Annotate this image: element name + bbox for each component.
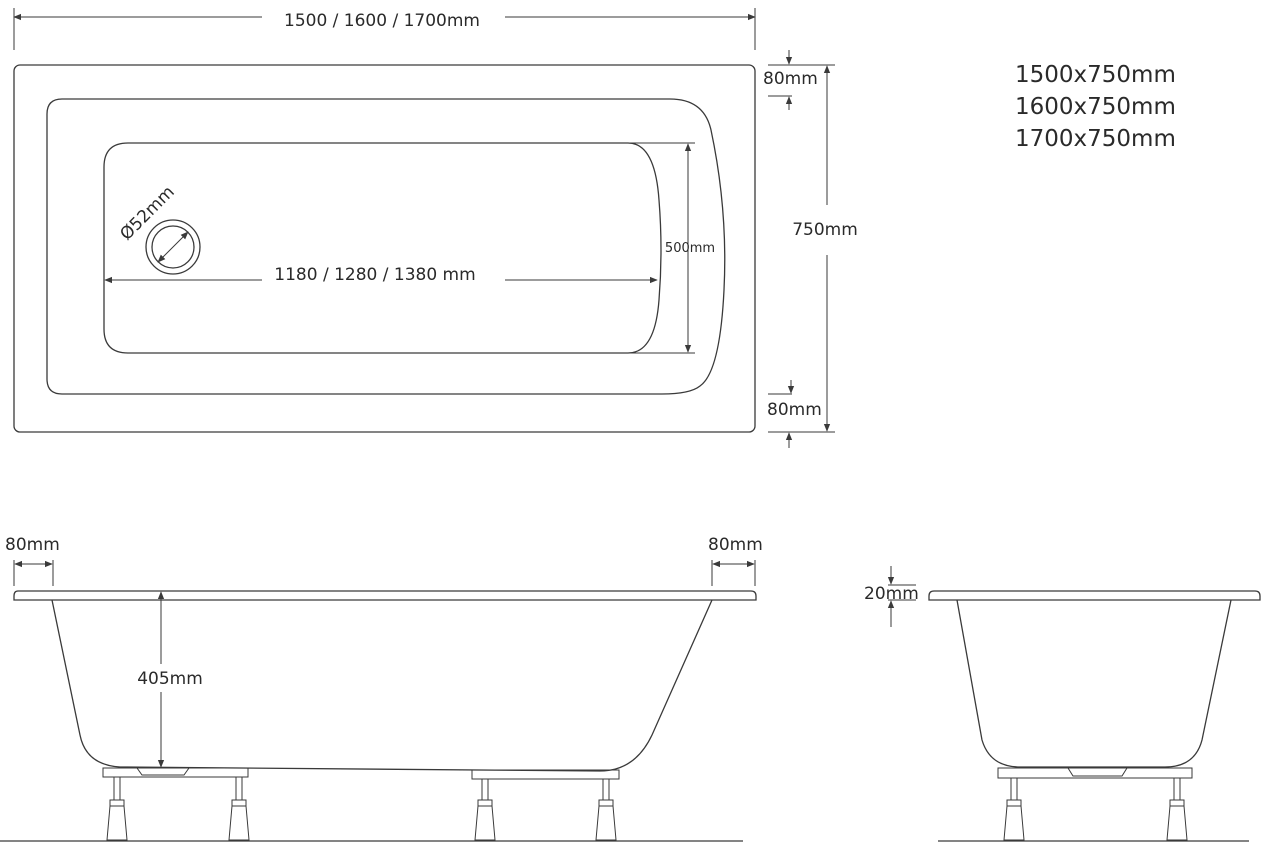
rim-left-label: 80mm xyxy=(5,535,60,555)
size-item: 1500x750mm xyxy=(1015,62,1176,88)
size-item: 1600x750mm xyxy=(1015,94,1176,120)
end-leg xyxy=(1166,778,1188,841)
side-leg xyxy=(106,777,128,841)
end-cradle xyxy=(997,767,1193,779)
end-rim xyxy=(928,590,1261,601)
side-rim xyxy=(13,590,757,601)
waste-inner-ring xyxy=(151,225,195,269)
bath-outer-rim xyxy=(13,64,756,433)
waste-diameter-arrow xyxy=(157,231,189,263)
depth-label: 405mm xyxy=(137,669,203,689)
side-leg xyxy=(228,777,250,841)
side-waste-outlet xyxy=(136,767,190,776)
rim-top-label: 80mm xyxy=(763,69,818,89)
rim-thickness-label: 20mm xyxy=(864,584,919,604)
size-item: 1700x750mm xyxy=(1015,126,1176,152)
basin-length-label: 1180 / 1280 / 1380 mm xyxy=(274,265,475,285)
bath-inner-rim xyxy=(46,98,726,395)
side-leg xyxy=(474,779,496,841)
overall-width-label: 750mm xyxy=(792,220,858,240)
basin-width-label: 500mm xyxy=(665,241,715,256)
rim-right-label: 80mm xyxy=(708,535,763,555)
side-tub-body xyxy=(51,599,713,772)
side-leg xyxy=(595,779,617,841)
overall-length-label: 1500 / 1600 / 1700mm xyxy=(284,11,480,31)
top-view: Ø52mm 1500 / 1600 / 1700mm 1180 / 1280 /… xyxy=(13,8,858,448)
bath-basin xyxy=(103,142,662,354)
end-tub-body xyxy=(956,599,1232,768)
end-waste-outlet xyxy=(1067,767,1128,777)
rim-bottom-label: 80mm xyxy=(767,400,822,420)
end-leg xyxy=(1003,778,1025,841)
end-view: 20mm xyxy=(864,566,1261,842)
waste-outer-ring xyxy=(145,219,201,275)
side-view: 80mm 80mm 405mm xyxy=(0,535,763,842)
waste-diameter-label: Ø52mm xyxy=(116,182,178,244)
side-cradle-left xyxy=(102,767,249,778)
side-cradle-right xyxy=(471,769,620,780)
size-list: 1500x750mm 1600x750mm 1700x750mm xyxy=(1015,62,1176,152)
